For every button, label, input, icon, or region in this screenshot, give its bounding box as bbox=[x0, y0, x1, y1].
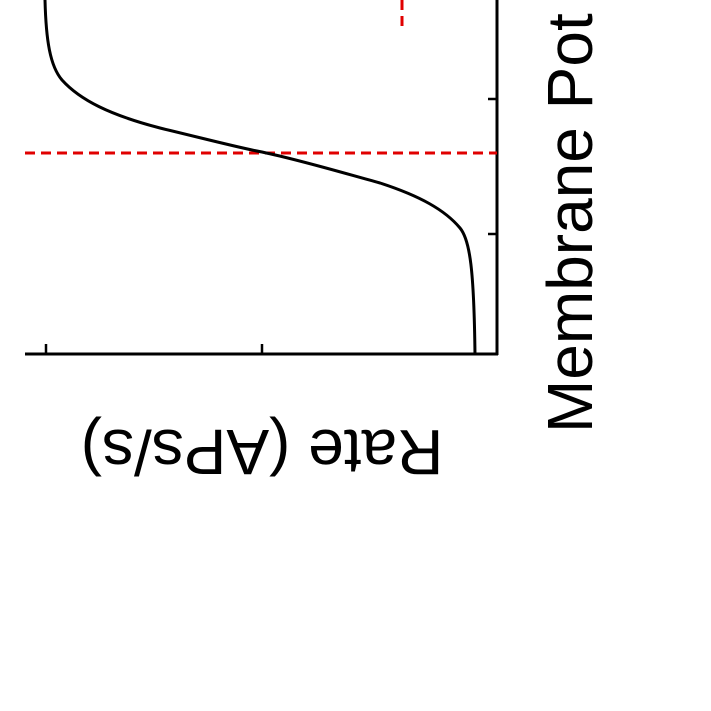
sigmoid-curve bbox=[43, 0, 477, 356]
x-axis-title: Rate (APs/s) bbox=[81, 416, 444, 488]
y-axis-title: Membrane Pot bbox=[534, 13, 606, 433]
